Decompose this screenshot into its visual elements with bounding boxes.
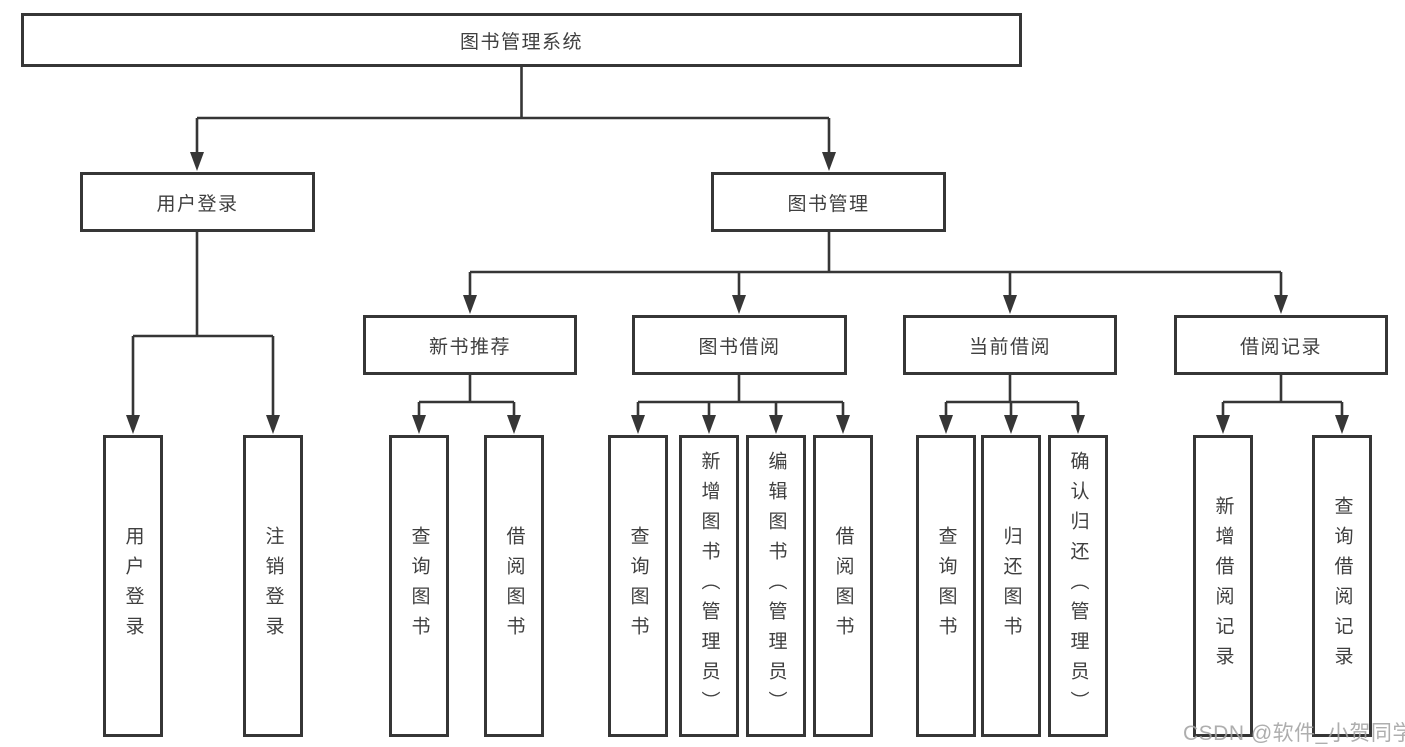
leaf-borrow-borrow-books-label: 借阅图书: [832, 526, 854, 646]
leaf-user-login: 用户登录: [103, 435, 163, 737]
leaf-query-borrow-record-label: 查询借阅记录: [1331, 496, 1353, 676]
node-user-login: 用户登录: [80, 172, 315, 232]
leaf-add-borrow-record: 新增借阅记录: [1193, 435, 1253, 737]
node-borrow-records: 借阅记录: [1174, 315, 1388, 375]
leaf-edit-books-admin-label: 编辑图书（管理员）: [765, 451, 787, 721]
csdn-watermark: CSDN @软件_小贺同学: [1183, 717, 1405, 747]
node-user-login-label: 用户登录: [156, 193, 239, 215]
node-current-borrow: 当前借阅: [903, 315, 1117, 375]
leaf-recommend-query-books: 查询图书: [389, 435, 449, 737]
node-book-borrow: 图书借阅: [632, 315, 847, 375]
node-root-label: 图书管理系统: [459, 31, 583, 53]
leaf-current-query-books: 查询图书: [916, 435, 976, 737]
leaf-recommend-borrow-books-label: 借阅图书: [503, 526, 525, 646]
leaf-borrow-borrow-books: 借阅图书: [813, 435, 873, 737]
node-current-borrow-label: 当前借阅: [968, 336, 1051, 358]
leaf-edit-books-admin: 编辑图书（管理员）: [746, 435, 806, 737]
node-book-management: 图书管理: [711, 172, 946, 232]
node-borrow-records-label: 借阅记录: [1239, 336, 1322, 358]
node-new-book-recommend: 新书推荐: [363, 315, 577, 375]
leaf-logout-label: 注销登录: [262, 526, 284, 646]
leaf-query-borrow-record: 查询借阅记录: [1312, 435, 1372, 737]
leaf-recommend-borrow-books: 借阅图书: [484, 435, 544, 737]
csdn-watermark-text: CSDN @软件_小贺同学: [1183, 722, 1405, 745]
node-new-book-recommend-label: 新书推荐: [428, 336, 511, 358]
leaf-user-login-label: 用户登录: [122, 526, 144, 646]
leaf-return-books: 归还图书: [981, 435, 1041, 737]
leaf-confirm-return-admin: 确认归还（管理员）: [1048, 435, 1108, 737]
leaf-current-query-books-label: 查询图书: [935, 526, 957, 646]
leaf-add-books-admin-label: 新增图书（管理员）: [698, 451, 720, 721]
leaf-borrow-query-books: 查询图书: [608, 435, 668, 737]
leaf-confirm-return-admin-label: 确认归还（管理员）: [1067, 451, 1089, 721]
leaf-return-books-label: 归还图书: [1000, 526, 1022, 646]
leaf-borrow-query-books-label: 查询图书: [627, 526, 649, 646]
node-book-borrow-label: 图书借阅: [698, 336, 781, 358]
leaf-add-books-admin: 新增图书（管理员）: [679, 435, 739, 737]
node-book-management-label: 图书管理: [787, 193, 870, 215]
node-root-library-system: 图书管理系统: [21, 13, 1022, 67]
leaf-logout: 注销登录: [243, 435, 303, 737]
leaf-recommend-query-books-label: 查询图书: [408, 526, 430, 646]
leaf-add-borrow-record-label: 新增借阅记录: [1212, 496, 1234, 676]
